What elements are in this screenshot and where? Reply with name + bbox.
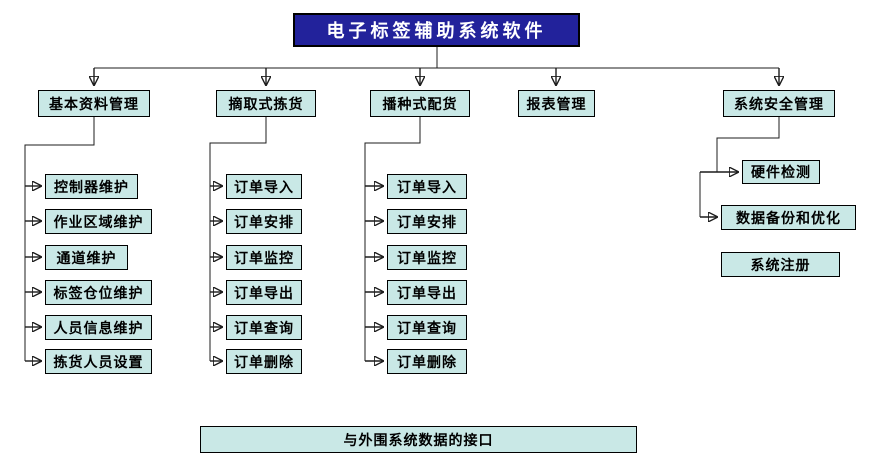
external-system-interface: 与外围系统数据的接口 (200, 426, 637, 453)
level1-connectors (94, 47, 779, 85)
item-seeding-order-import: 订单导入 (387, 174, 467, 199)
item-seeding-order-delete: 订单删除 (387, 349, 467, 374)
security-connectors (699, 117, 780, 217)
module-seeding-type-distribution: 播种式配货 (370, 90, 470, 117)
item-system-registration: 系统注册 (721, 252, 840, 277)
module-report-management: 报表管理 (518, 90, 595, 117)
item-hardware-detection: 硬件检测 (742, 160, 820, 184)
root-node: 电子标签辅助系统软件 (293, 13, 580, 47)
item-picking-order-query: 订单查询 (226, 315, 302, 340)
item-seeding-order-query: 订单查询 (387, 315, 467, 340)
item-seeding-order-export: 订单导出 (387, 280, 467, 305)
item-controller-maintenance: 控制器维护 (45, 174, 138, 199)
module-pick-type-picking: 摘取式拣货 (216, 90, 316, 117)
item-picking-order-arrange: 订单安排 (226, 209, 302, 234)
seeding-connectors (364, 117, 421, 361)
item-seeding-order-monitor: 订单监控 (387, 245, 467, 270)
picking-connectors (209, 117, 267, 361)
item-picking-order-delete: 订单删除 (226, 349, 302, 374)
basic-data-connectors (24, 117, 95, 361)
item-label-bin-maintenance: 标签仓位维护 (45, 280, 152, 305)
item-seeding-order-arrange: 订单安排 (387, 209, 467, 234)
item-picking-order-import: 订单导入 (226, 174, 302, 199)
item-channel-maintenance: 通道维护 (45, 245, 128, 270)
item-picking-order-monitor: 订单监控 (226, 245, 302, 270)
item-picker-settings: 拣货人员设置 (45, 349, 152, 374)
module-system-security: 系统安全管理 (723, 90, 835, 117)
item-work-area-maintenance: 作业区域维护 (45, 209, 152, 234)
item-data-backup-optimization: 数据备份和优化 (721, 205, 856, 230)
item-personnel-info-maintenance: 人员信息维护 (45, 315, 152, 340)
item-picking-order-export: 订单导出 (226, 280, 302, 305)
module-basic-data-management: 基本资料管理 (38, 90, 150, 117)
